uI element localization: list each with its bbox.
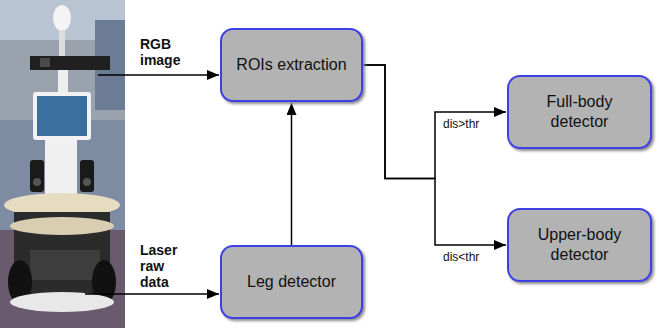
flow-arrow	[291, 103, 293, 245]
flow-arrow	[363, 65, 506, 245]
process-box: Full-body detector	[507, 75, 652, 149]
process-box: Upper-body detector	[507, 208, 652, 282]
image-wire	[98, 74, 219, 76]
box-label: Leg detector	[247, 272, 336, 292]
laser-wire	[85, 293, 219, 295]
box-label: ROIs extraction	[236, 55, 346, 75]
box-label: Upper-body detector	[519, 225, 640, 265]
condition-label: dis<thr	[441, 250, 481, 264]
process-box: Leg detector	[220, 245, 363, 319]
robot-photo	[0, 0, 125, 328]
condition-label: dis>thr	[441, 117, 481, 131]
box-label: Full-body detector	[519, 92, 640, 132]
signal-label: Laser raw data	[140, 242, 192, 290]
process-box: ROIs extraction	[220, 28, 363, 102]
signal-label: RGB image	[140, 36, 196, 68]
